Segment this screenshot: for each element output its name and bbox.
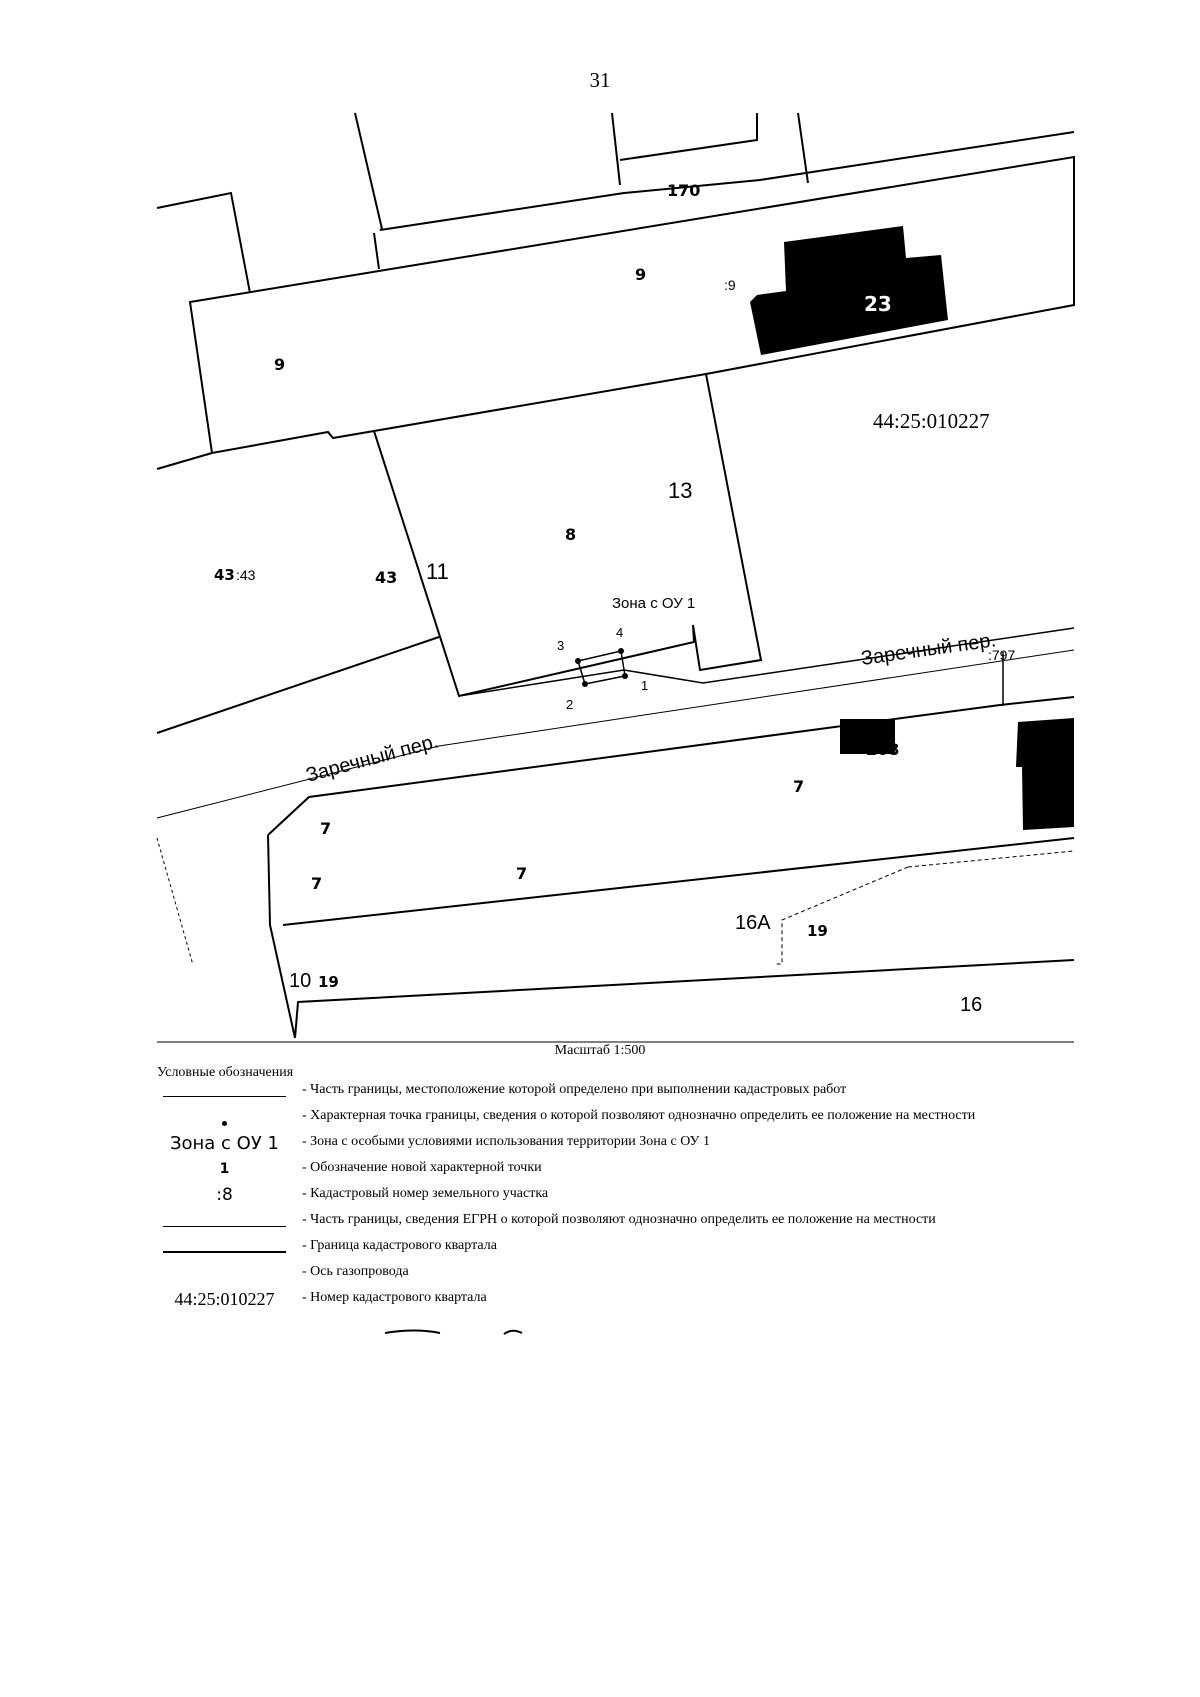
new-point-symbol: 1	[219, 1161, 230, 1177]
building-23	[750, 226, 948, 355]
boundary-point-4	[618, 648, 624, 654]
boundary-line	[373, 232, 380, 270]
parcel-cadastral-label: :43	[236, 567, 256, 583]
scan-mark	[384, 1329, 441, 1334]
parcel-label: 10	[289, 970, 311, 992]
legend-item: - Характерная точка границы, сведения о …	[157, 1104, 1077, 1130]
legend-text: - Граница кадастрового квартала	[302, 1238, 497, 1253]
boundary-line	[619, 113, 758, 161]
parcel-label: 43	[214, 566, 235, 584]
legend-text: - Ось газопровода	[302, 1264, 409, 1279]
legend-item: 44:25:010227 - Номер кадастрового кварта…	[157, 1286, 1077, 1312]
legend-text: - Часть границы, сведения ЕГРН о которой…	[302, 1212, 936, 1227]
boundary-line	[611, 112, 621, 186]
dashed-line	[156, 837, 194, 966]
building-number-label: 208	[866, 740, 899, 759]
legend-text: - Часть границы, местоположение которой …	[302, 1082, 847, 1097]
legend-item: - Граница кадастрового квартала	[157, 1234, 1077, 1260]
legend-text: - Зона с особыми условиями использования…	[302, 1134, 710, 1149]
parcel-label: 11	[426, 559, 449, 584]
boundary-line	[282, 837, 1075, 926]
parcel-label: 9	[274, 355, 285, 374]
parcel-label: 7	[320, 819, 331, 838]
legend-item: - Часть границы, местоположение которой …	[157, 1078, 1077, 1104]
line-symbol	[163, 1095, 286, 1097]
parcel-label: 8	[565, 525, 576, 544]
boundary-line	[156, 636, 440, 734]
parcel-label: 19	[318, 973, 339, 991]
legend-item: 1 - Обозначение новой характерной точки	[157, 1156, 1077, 1182]
legend-text: - Обозначение новой характерной точки	[302, 1160, 542, 1175]
parcel-cadastral-label: :797	[988, 647, 1015, 663]
point-label: 2	[566, 697, 573, 712]
quarter-number-label: 44:25:010227	[873, 409, 990, 433]
building-east	[1016, 718, 1074, 830]
street-border	[267, 696, 1075, 836]
legend-item: :8 - Кадастровый номер земельного участк…	[157, 1182, 1077, 1208]
parcel-label: 16А	[735, 912, 771, 934]
cadastral-number-symbol: :8	[216, 1185, 233, 1205]
boundary-line	[156, 452, 213, 470]
point-label: 1	[641, 678, 648, 693]
parcel-label: 7	[516, 864, 527, 883]
parcel-label: 19	[807, 922, 828, 940]
street-border	[156, 649, 1075, 819]
parcel-cadastral-label: :9	[724, 277, 736, 293]
boundary-line	[267, 834, 296, 1039]
parcel-label: 16	[960, 994, 982, 1016]
parcel-label: 9	[635, 265, 646, 284]
building-number-label: 23	[864, 292, 892, 316]
quarter-number-symbol: 44:25:010227	[174, 1288, 275, 1309]
legend-item: - Часть границы, сведения ЕГРН о которой…	[157, 1208, 1077, 1234]
boundary-point-3	[575, 658, 581, 664]
point-symbol	[222, 1120, 227, 1126]
point-label: 3	[557, 638, 564, 653]
line-symbol	[163, 1225, 286, 1227]
scale-label: Масштаб 1:500	[554, 1043, 646, 1058]
boundary-line	[354, 112, 383, 230]
scan-mark	[503, 1329, 523, 1335]
parcel-label: 43	[375, 568, 397, 587]
parcel-label: 13	[668, 478, 692, 503]
zone-label: Зона с ОУ 1	[612, 595, 695, 612]
quarter-boundary-symbol	[163, 1251, 286, 1253]
boundary-line	[379, 131, 1075, 231]
legend-title: Условные обозначения	[157, 1065, 294, 1080]
page-number: 31	[589, 68, 611, 92]
legend-item: - Ось газопровода	[157, 1260, 1077, 1286]
zone-symbol: Зона с ОУ 1	[169, 1132, 279, 1154]
legend-text: - Кадастровый номер земельного участка	[302, 1186, 549, 1201]
point-label: 4	[616, 625, 623, 640]
dashed-line	[774, 866, 909, 965]
boundary-point-2	[582, 681, 588, 687]
legend: - Часть границы, местоположение которой …	[157, 1078, 1077, 1312]
legend-text: - Характерная точка границы, сведения о …	[302, 1108, 976, 1123]
parcel-label: 170	[667, 181, 700, 200]
parcel-label: 7	[793, 777, 804, 796]
legend-item: Зона с ОУ 1 - Зона с особыми условиями и…	[157, 1130, 1077, 1156]
boundary-line	[797, 112, 809, 184]
cadastral-map: 170 9 :9 9 23 44:25:010227 13 8 43 :43 4…	[156, 112, 1075, 1043]
street-border	[458, 627, 1075, 697]
legend-text: - Номер кадастрового квартала	[302, 1290, 487, 1305]
building-208	[840, 719, 895, 754]
boundary-point-1	[622, 673, 628, 679]
parcel-label: 7	[311, 874, 322, 893]
boundary-line	[294, 959, 1075, 1039]
boundary-line	[156, 191, 251, 294]
